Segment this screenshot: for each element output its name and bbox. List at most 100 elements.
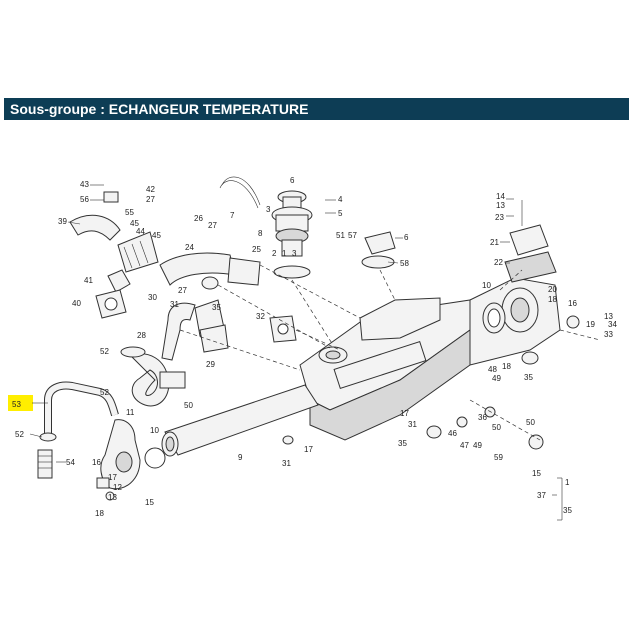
callout-10: 10 — [150, 426, 159, 435]
callout-52a: 52 — [100, 347, 109, 356]
callout-16a: 16 — [92, 458, 101, 467]
callout-3a: 3 — [266, 205, 271, 214]
small-parts-right — [105, 315, 580, 501]
callout-7: 7 — [230, 211, 235, 220]
callout-45: 45 — [152, 231, 161, 240]
callout-35a: 35 — [212, 303, 221, 312]
callout-17a: 17 — [108, 473, 117, 482]
callout-42: 42 — [146, 185, 155, 194]
callout-1b: 1 — [565, 478, 570, 487]
elbow-28 — [161, 299, 229, 361]
callout-59: 59 — [494, 453, 503, 462]
callout-33: 33 — [604, 330, 613, 339]
callout-17b: 17 — [304, 445, 313, 454]
title-bar: Sous-groupe : ECHANGEUR TEMPERATURE — [4, 98, 629, 120]
callout-11: 11 — [126, 408, 135, 417]
callout-24: 24 — [185, 243, 194, 252]
callout-58: 58 — [400, 259, 409, 268]
gasket-40-41 — [95, 269, 131, 319]
callout-40: 40 — [72, 299, 81, 308]
callout-46: 46 — [448, 429, 457, 438]
callout-32: 32 — [256, 312, 265, 321]
callout-35b: 35 — [398, 439, 407, 448]
callout-36: 36 — [478, 413, 487, 422]
callout-35c: 35 — [524, 373, 533, 382]
callout-6: 6 — [290, 176, 295, 185]
leader-lines — [29, 184, 514, 463]
callout-8: 8 — [258, 229, 263, 238]
callout-18a: 18 — [95, 509, 104, 518]
callout-10b: 10 — [482, 281, 491, 290]
callout-4: 4 — [338, 195, 343, 204]
cap-6 — [361, 231, 396, 269]
pipe-53 — [37, 381, 119, 479]
callout-57: 57 — [348, 231, 357, 240]
callout-44: 44 — [136, 227, 145, 236]
callout-50a: 50 — [184, 401, 193, 410]
callout-31: 31 — [170, 300, 179, 309]
callout-13a: 13 — [108, 493, 117, 502]
pump-11 — [96, 419, 141, 490]
end-housing — [469, 277, 561, 366]
callout-15b: 15 — [532, 469, 541, 478]
callout-38: 50 — [492, 423, 501, 432]
valve-44 — [69, 191, 159, 273]
callout-5: 5 — [338, 209, 343, 218]
callout-13c: 13 — [604, 312, 613, 321]
callout-39: 39 — [58, 217, 67, 226]
callout-37: 37 — [537, 491, 546, 500]
callout-55: 55 — [125, 208, 134, 217]
callout-14: 14 — [496, 192, 505, 201]
thermostat-assembly — [219, 176, 313, 279]
tube-9 — [144, 384, 319, 469]
callout-12: 12 — [113, 483, 122, 492]
assembly-lines — [179, 264, 601, 441]
callout-56: 56 — [80, 195, 89, 204]
cap-21 — [504, 200, 557, 283]
callout-52b: 52 — [100, 388, 109, 397]
plate-32 — [269, 315, 297, 343]
exchanger-body — [299, 297, 471, 441]
callout-18c: 18 — [548, 295, 557, 304]
callout-54: 54 — [66, 458, 75, 467]
callout-27a: 27 — [146, 195, 155, 204]
callout-17c: 17 — [400, 409, 409, 418]
callout-2: 2 — [272, 249, 277, 258]
callout-52c: 52 — [15, 430, 24, 439]
callout-47: 47 — [460, 441, 469, 450]
callout-43: 43 — [80, 180, 89, 189]
callout-34: 34 — [608, 320, 617, 329]
callout-23: 23 — [495, 213, 504, 222]
callout-16b: 16 — [568, 299, 577, 308]
callout-6b: 6 — [404, 233, 409, 242]
callout-48: 48 — [488, 365, 497, 374]
callout-35d: 35 — [563, 506, 572, 515]
highlight-53 — [8, 395, 33, 411]
manifold-24 — [159, 252, 261, 290]
hose-bend — [120, 346, 186, 407]
callout-19: 19 — [586, 320, 595, 329]
callout-30: 30 — [148, 293, 157, 302]
bracket-37 — [552, 477, 563, 521]
callout-9: 9 — [238, 453, 243, 462]
callout-labels: 6 4 5 3 7 8 2 1 3 43 42 56 27 55 39 45 4… — [12, 176, 617, 518]
callout-18b: 18 — [502, 362, 511, 371]
callout-21: 21 — [490, 238, 499, 247]
page-title: Sous-groupe : ECHANGEUR TEMPERATURE — [10, 101, 309, 117]
callout-45a: 45 — [130, 219, 139, 228]
callout-1: 1 — [282, 249, 287, 258]
callout-31b: 31 — [282, 459, 291, 468]
callout-25: 25 — [252, 245, 261, 254]
callout-22: 22 — [494, 258, 503, 267]
callout-49a: 49 — [473, 441, 482, 450]
callout-27b: 27 — [178, 286, 187, 295]
callout-28: 28 — [137, 331, 146, 340]
callout-15a: 15 — [145, 498, 154, 507]
callout-26: 26 — [194, 214, 203, 223]
callout-51: 51 — [336, 231, 345, 240]
callout-53: 53 — [12, 400, 21, 409]
callout-3: 3 — [292, 249, 297, 258]
callout-29: 29 — [206, 360, 215, 369]
